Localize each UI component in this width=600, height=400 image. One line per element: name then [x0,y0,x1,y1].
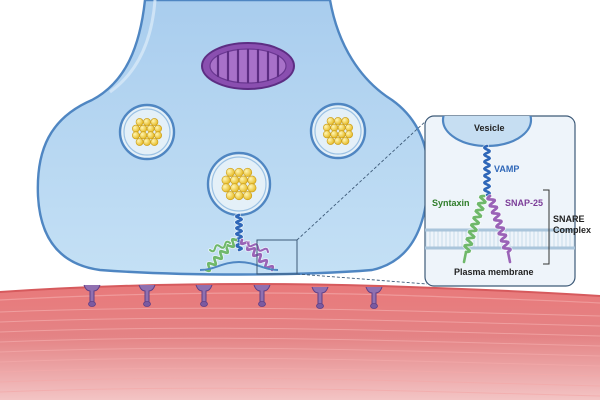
neurotransmitter-bead [150,118,159,126]
receptor-3 [195,284,213,307]
receptor-6 [365,286,383,309]
neurotransmitter-bead [230,175,240,185]
receptor-1 [83,284,101,307]
label-vamp: VAMP [494,164,520,174]
neurotransmitter-bead [330,123,339,132]
syntaxin-inset [462,193,488,255]
vesicle-3 [206,151,272,217]
vesicle-1 [118,103,176,161]
neurotransmitter-bead [243,191,253,201]
inset-panel [424,115,576,287]
neurotransmitter-bead [238,183,248,193]
neurotransmitter-bead [234,167,244,177]
neurotransmitter-bead [326,137,335,145]
neurotransmitter-bead [225,167,235,177]
neurotransmitter-bead [323,123,331,132]
syntaxin-main-b [208,239,232,254]
neurotransmitter-bead [139,124,148,133]
neurotransmitter-bead [146,131,155,140]
neurotransmitter-bead [330,130,339,139]
presynaptic-terminal [36,0,430,276]
label-plasma-membrane: Plasma membrane [454,267,534,277]
neurotransmitter-bead [341,137,350,145]
neurotransmitter-bead [150,138,159,146]
neurotransmitter-bead [143,138,151,146]
receptor-group [83,284,383,309]
vesicle-2 [309,102,367,160]
receptor-2 [138,284,156,307]
label-snap25: SNAP-25 [505,198,544,208]
neurotransmitter-bead [132,131,140,140]
muscle-tissue [0,283,600,400]
neurotransmitter-bead [337,130,346,139]
neurotransmitter-bead [243,167,253,177]
neurotransmitter-bead [234,191,244,201]
neurotransmitter-bead [135,118,144,126]
synaptic-vesicles [118,102,367,217]
neurotransmitter-bead [221,183,231,193]
neurotransmitter-bead [334,117,342,125]
syntaxin-main [203,237,239,273]
receptor-5 [311,286,329,309]
neurotransmitter-bead [135,138,144,146]
neurotransmitter-bead [154,124,162,133]
neurotransmitter-bead [247,175,257,185]
neurotransmitter-bead [247,183,257,193]
neurotransmitter-bead [146,124,155,133]
zoom-indicator [256,119,428,285]
snap25-main-b [246,241,270,254]
neurotransmitter-bead [337,123,346,132]
neurotransmitter-bead [238,175,248,185]
neurotransmitter-bead [132,124,140,133]
neurotransmitter-bead [323,130,331,139]
neurotransmitter-bead [139,131,148,140]
neurotransmitter-bead [225,191,235,201]
snare-complex-main [199,212,279,273]
neurotransmitter-bead [326,117,335,125]
label-snare-complex-line2: Complex [553,225,592,235]
neurotransmitter-bead [345,123,353,132]
vamp-main [233,212,245,253]
vamp-inset [481,143,493,198]
neurotransmitter-bead [334,137,342,145]
label-vesicle: Vesicle [474,123,505,133]
mitochondrion [201,42,295,90]
receptor-4 [253,284,271,307]
snap25-inset [485,193,513,255]
neurotransmitter-bead [345,130,353,139]
label-syntaxin: Syntaxin [432,198,470,208]
neurotransmitter-bead [154,131,162,140]
neurotransmitter-bead [143,118,151,126]
neurotransmitter-bead [341,117,350,125]
neurotransmitter-bead [230,183,240,193]
label-snare-complex-line1: SNARE [553,214,585,224]
neurotransmitter-bead [221,175,231,185]
